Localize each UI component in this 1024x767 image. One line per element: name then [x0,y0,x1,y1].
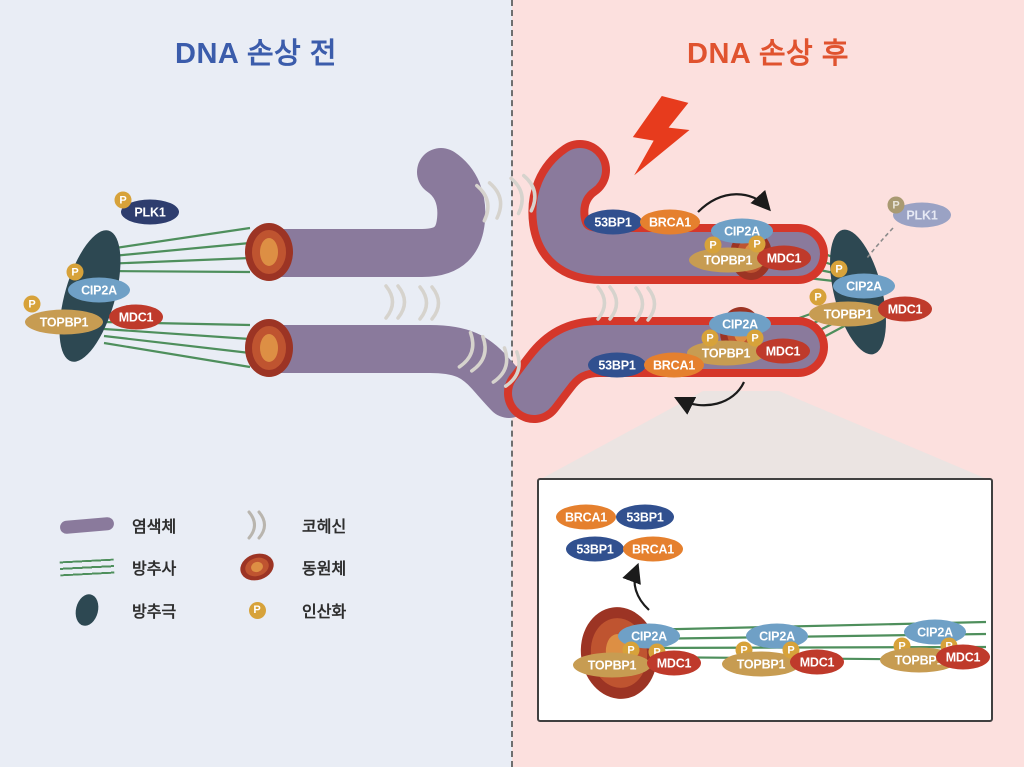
legend-item-cohesin: 코헤신 [228,509,346,541]
legend-item-phosphorylation: P 인산화 [228,594,346,626]
chromosome-top-right [536,148,820,276]
topbp1-label: TOPBP1 [809,301,887,327]
legend-label: 코헤신 [302,519,347,536]
legend-item-spindle-fiber: 방추사 [58,551,176,583]
cip2a-label: CIP2A [709,311,771,337]
phospho-icon: P [23,295,41,313]
legend-item-centromere: 동원체 [228,551,346,583]
phospho-icon: P [746,329,764,347]
chromosome-top-left [246,148,486,277]
chromosome-bottom-right [512,325,820,415]
mdc1-label: MDC1 [936,644,990,670]
title-before-damage: DNA 손상 전 [175,38,337,70]
phospho-icon: P [748,235,766,253]
mdc1-label: MDC1 [109,304,163,330]
phospho-icon: P [114,191,132,209]
mdc1-label: MDC1 [790,649,844,675]
cip2a-label: CIP2A [746,623,808,649]
plk1-dashed-connector [866,227,894,259]
cip2a-label: CIP2A [833,273,895,299]
brca1-label: BRCA1 [556,504,616,530]
legend-label: 동원체 [302,561,347,578]
legend-label: 인산화 [302,604,347,621]
cohesin-marks [384,173,657,388]
zoom-detail-box: BRCA1 53BP1 53BP1 BRCA1 CIP2A P TOPBP1 P… [537,478,993,722]
legend-label: 염색체 [132,519,177,536]
phospho-icon: P [704,236,722,254]
53bp1-label: 53BP1 [584,209,642,235]
cip2a-label: CIP2A [618,623,680,649]
legend-label: 방추극 [132,604,177,621]
53bp1-label: 53BP1 [616,504,674,530]
spindle-fiber-swatch-icon [59,558,115,576]
brca1-label: BRCA1 [640,209,700,235]
brca1-label: BRCA1 [644,352,704,378]
cip2a-label: CIP2A [904,619,966,645]
legend-label: 방추사 [132,561,177,578]
brca1-label: BRCA1 [623,536,683,562]
cohesin-swatch-icon [247,510,266,540]
phospho-icon: P [830,260,848,278]
phospho-icon: P [809,288,827,306]
phospho-icon: P [66,263,84,281]
phospho-swatch-icon: P [248,601,266,619]
spindle-pole-swatch-icon [72,591,102,629]
lightning-icon [632,96,690,176]
centromere-top-left [245,223,293,281]
legend-item-spindle-pole: 방추극 [58,591,177,629]
centromere-swatch-icon [240,553,274,581]
topbp1-label: TOPBP1 [573,652,651,678]
title-after-damage: DNA 손상 후 [687,38,849,70]
centromere-bottom-left [245,319,293,377]
topbp1-label: TOPBP1 [25,309,103,335]
mdc1-label: MDC1 [756,338,810,364]
chromosome-bottom-left [246,325,533,418]
mdc1-label: MDC1 [647,650,701,676]
detail-arrow [622,562,650,611]
mdc1-label: MDC1 [878,296,932,322]
phospho-faded-icon: P [887,196,905,214]
arrow-bottom-cluster [674,381,746,415]
legend-item-chromosome: 염색체 [58,509,176,541]
before-damage-panel [0,0,512,767]
53bp1-label: 53BP1 [588,352,646,378]
arrow-top-cluster [697,189,771,213]
phospho-icon: P [701,329,719,347]
spindle-fibers-left [101,226,251,369]
zoom-wedge [541,391,987,479]
cip2a-label: CIP2A [68,277,130,303]
53bp1-label: 53BP1 [566,536,624,562]
mdc1-label: MDC1 [757,245,811,271]
chromosome-swatch-icon [59,516,115,534]
topbp1-label: TOPBP1 [687,340,765,366]
